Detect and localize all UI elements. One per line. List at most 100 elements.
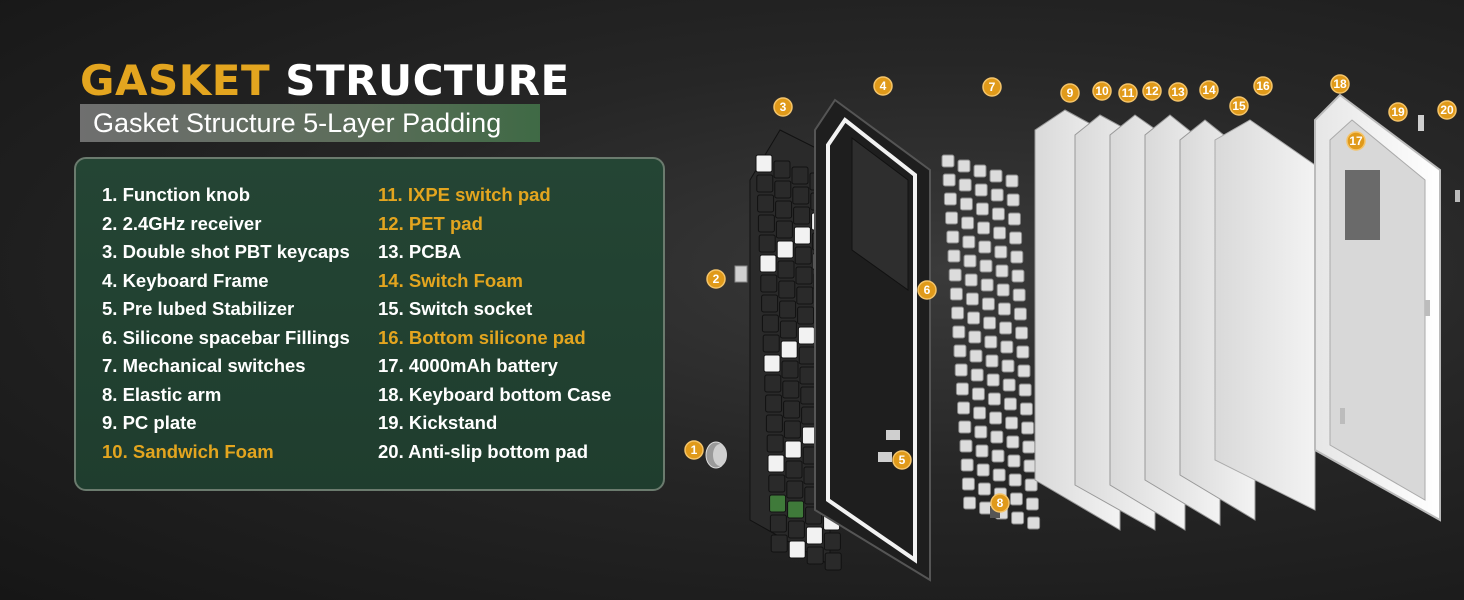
keycap [778,280,796,299]
switch [961,477,975,491]
switch [1011,269,1025,283]
keycap [806,546,824,565]
switch [978,240,992,254]
switch [1025,497,1039,511]
part-item: 6. Silicone spacebar Fillings [102,326,350,348]
keycap [757,194,775,213]
switch [971,387,985,401]
stabilizer-parts [878,430,1000,518]
callout-label: 15 [1232,99,1246,113]
keycap [780,340,798,359]
keycap [793,206,811,225]
keycap [766,434,784,453]
switch [974,183,988,197]
callout-7: 7 [982,77,1002,97]
switch [1007,212,1021,226]
switch [965,292,979,306]
switch [979,259,993,273]
callout-19: 19 [1388,102,1408,122]
anti-slip-pads [1340,190,1460,424]
keycap [758,234,776,253]
part-item: 20. Anti-slip bottom pad [378,440,589,462]
switch [989,169,1003,183]
callout-label: 4 [880,79,887,93]
callout-15: 15 [1229,96,1249,116]
subtitle-text: Gasket Structure 5-Layer Padding [93,108,502,138]
keyboard-frame-layer [814,98,931,582]
keycap [759,254,777,273]
switch [987,392,1001,406]
part-item: 12. PET pad [378,212,483,234]
switch [1027,516,1041,530]
switch [1008,473,1022,487]
switch [979,501,993,515]
switch [951,306,965,320]
switch [976,463,990,477]
part-item: 19. Kickstand [378,412,498,433]
keycap [786,480,804,499]
part-item: 5. Pre lubed Stabilizer [102,298,295,319]
callout-label: 7 [989,80,996,94]
keycap [756,174,774,193]
callout-label: 16 [1256,79,1270,93]
function-knob [705,441,727,469]
switch [1023,459,1037,473]
keycap [796,286,814,305]
callout-4: 4 [873,76,893,96]
switch [999,321,1013,335]
switch [958,420,972,434]
keycap [781,360,799,379]
switch [977,221,991,235]
part-item: 11. IXPE switch pad [378,184,551,205]
switch [963,496,977,510]
switch [994,245,1008,259]
keycap [783,420,801,439]
part-item: 7. Mechanical switches [102,355,306,376]
callout-label: 11 [1122,86,1135,100]
switch [960,458,974,472]
switch [1012,288,1026,302]
switch [1002,378,1016,392]
keycap [763,354,781,373]
switch [1017,364,1031,378]
switch [980,278,994,292]
usb-receiver [734,265,748,283]
switch [941,154,955,168]
switch [1021,421,1035,435]
switch [1011,511,1025,525]
callout-3: 3 [773,97,793,117]
switch [990,188,1004,202]
callout-label: 13 [1171,85,1185,99]
switch [975,202,989,216]
callout-label: 14 [1202,83,1216,97]
switch [977,482,991,496]
callout-2: 2 [706,269,726,289]
subtitle-banner: Gasket Structure 5-Layer Padding [80,104,540,142]
switch [967,311,981,325]
switch [991,207,1005,221]
keycap [782,380,800,399]
keycap [769,494,787,513]
keycap [761,294,779,313]
switch [1003,397,1017,411]
switch [948,268,962,282]
part-item: 2. 2.4GHz receiver [102,212,262,234]
part-item: 14. Switch Foam [378,269,523,291]
switch [1001,359,1015,373]
kickstand [1418,115,1424,131]
callout-label: 5 [899,453,906,467]
switch [1005,416,1019,430]
switch [1006,193,1020,207]
keycap [768,474,786,493]
callout-label: 2 [713,272,720,286]
switch [1006,435,1020,449]
switch [969,349,983,363]
callout-10: 10 [1092,81,1112,101]
switch [946,230,960,244]
keycap [762,334,780,353]
callout-label: 17 [1349,134,1363,148]
switch [943,192,957,206]
switch [995,264,1009,278]
